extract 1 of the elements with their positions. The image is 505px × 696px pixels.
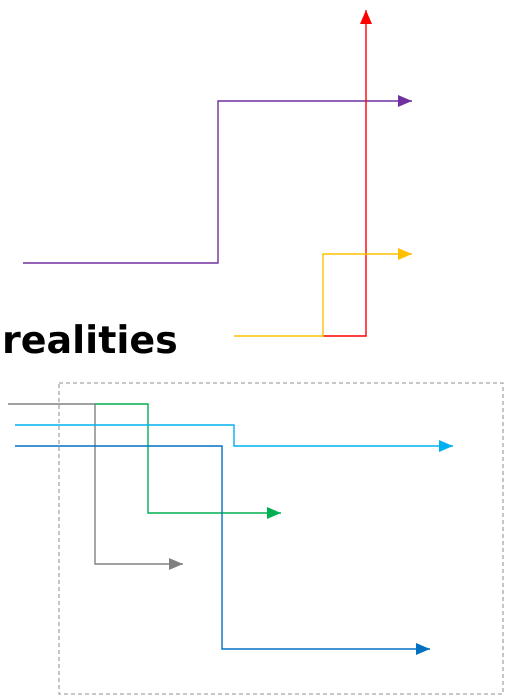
heading-text: realities: [2, 318, 178, 362]
